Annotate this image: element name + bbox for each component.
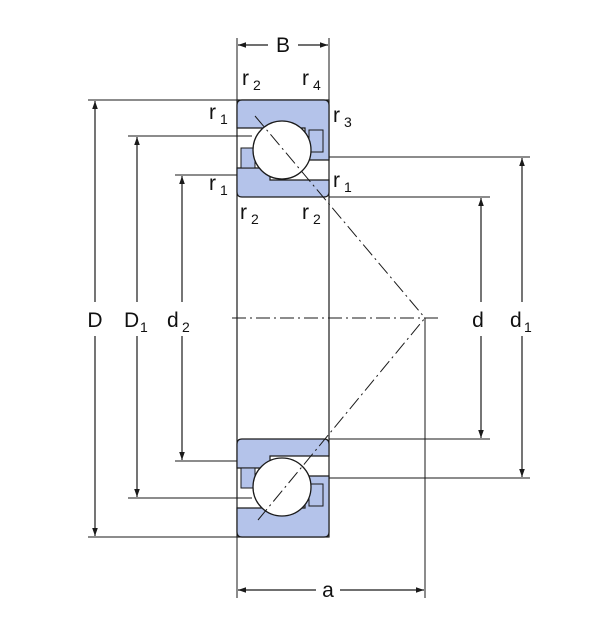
ball-top bbox=[252, 120, 312, 180]
label-r1-mid-right-sub: 1 bbox=[344, 179, 352, 195]
label-B: B bbox=[276, 34, 290, 57]
label-d2-main: d bbox=[167, 309, 179, 332]
label-D1-main: D bbox=[124, 309, 139, 332]
label-r3: r 3 bbox=[333, 104, 352, 130]
label-r2-top-left-sub: 2 bbox=[253, 77, 261, 93]
label-d1-main: d bbox=[510, 309, 522, 332]
label-r1-mid-left-main: r bbox=[209, 172, 216, 195]
label-r1-top-left-main: r bbox=[209, 101, 216, 124]
label-r1-mid-right: r 1 bbox=[333, 169, 352, 195]
ball-bottom bbox=[252, 457, 312, 517]
label-r1-mid-left: r 1 bbox=[209, 172, 228, 198]
label-r2-bottom-left: r 2 bbox=[240, 201, 259, 227]
label-d1-sub: 1 bbox=[524, 319, 532, 335]
label-r4-main: r bbox=[302, 67, 309, 90]
label-a: a bbox=[322, 579, 334, 602]
label-r2-bottom-right-main: r bbox=[302, 201, 309, 224]
label-r1-top-left-sub: 1 bbox=[220, 111, 228, 127]
label-r2-top-left: r 2 bbox=[242, 67, 261, 93]
label-r2-bottom-left-main: r bbox=[240, 201, 247, 224]
label-D1-sub: 1 bbox=[140, 319, 148, 335]
inner-ring-top bbox=[236, 167, 330, 198]
label-r4-sub: 4 bbox=[313, 77, 321, 93]
contact-line-top bbox=[254, 115, 426, 319]
label-r2-bottom-right: r 2 bbox=[302, 201, 321, 227]
label-D: D bbox=[87, 309, 102, 332]
label-d2: d 2 bbox=[167, 309, 190, 335]
label-r1-top-left: r 1 bbox=[209, 101, 228, 127]
label-r1-mid-right-main: r bbox=[333, 169, 340, 192]
inner-ring-bottom bbox=[236, 438, 330, 469]
label-d1: d 1 bbox=[510, 309, 532, 335]
contact-line-bottom bbox=[257, 317, 426, 521]
label-d2-sub: 2 bbox=[182, 319, 190, 335]
label-d: d bbox=[472, 309, 484, 332]
label-r1-mid-left-sub: 1 bbox=[220, 182, 228, 198]
label-r3-main: r bbox=[333, 104, 340, 127]
label-r4: r 4 bbox=[302, 67, 321, 93]
label-r2-bottom-left-sub: 2 bbox=[251, 211, 259, 227]
label-r3-sub: 3 bbox=[344, 114, 352, 130]
label-r2-top-left-main: r bbox=[242, 67, 249, 90]
label-D1: D 1 bbox=[124, 309, 148, 335]
label-r2-bottom-right-sub: 2 bbox=[313, 211, 321, 227]
